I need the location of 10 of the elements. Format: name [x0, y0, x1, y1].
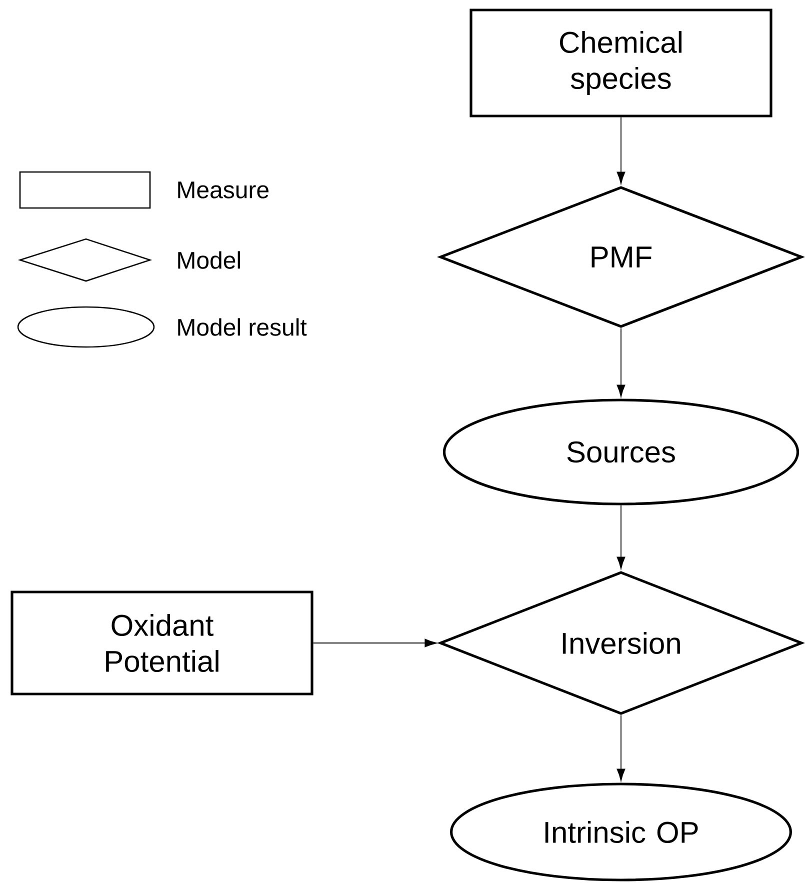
legend-label: Model result — [178, 318, 307, 336]
arrow — [616, 714, 626, 781]
measure-box: Oxidant Potential — [10, 590, 314, 696]
legend-label: Measure — [178, 182, 268, 198]
arrow — [312, 638, 437, 648]
measure-box: Chemical species — [470, 8, 772, 118]
arrow — [616, 504, 626, 569]
arrow — [616, 328, 626, 397]
legend-label: Model — [178, 251, 240, 269]
arrow — [616, 116, 626, 184]
